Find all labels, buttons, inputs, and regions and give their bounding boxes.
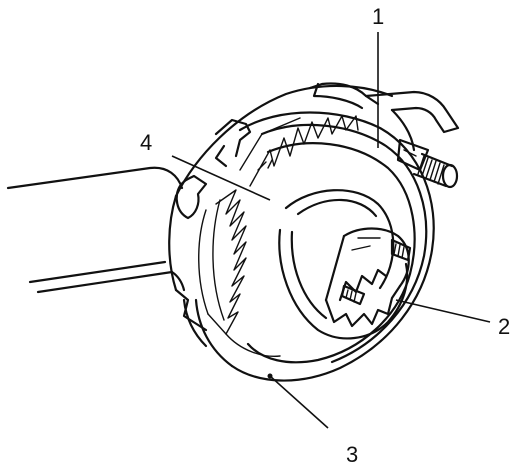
callout-3: 3 — [346, 442, 358, 467]
wheel-hub — [324, 227, 412, 328]
leader-2 — [395, 299, 491, 323]
leader-lines — [171, 32, 491, 429]
callout-2: 2 — [498, 314, 510, 339]
callout-1: 1 — [372, 4, 384, 29]
backing-plate — [168, 82, 394, 348]
threaded-stud — [412, 152, 459, 189]
hub-flange — [278, 189, 409, 340]
axle-shaft — [6, 166, 186, 294]
leader-4 — [171, 155, 271, 201]
leader-3 — [269, 375, 329, 429]
leader-3-dot — [267, 373, 273, 379]
drum-rim — [194, 111, 435, 382]
tone-ring — [198, 115, 359, 357]
callout-4: 4 — [140, 130, 152, 155]
